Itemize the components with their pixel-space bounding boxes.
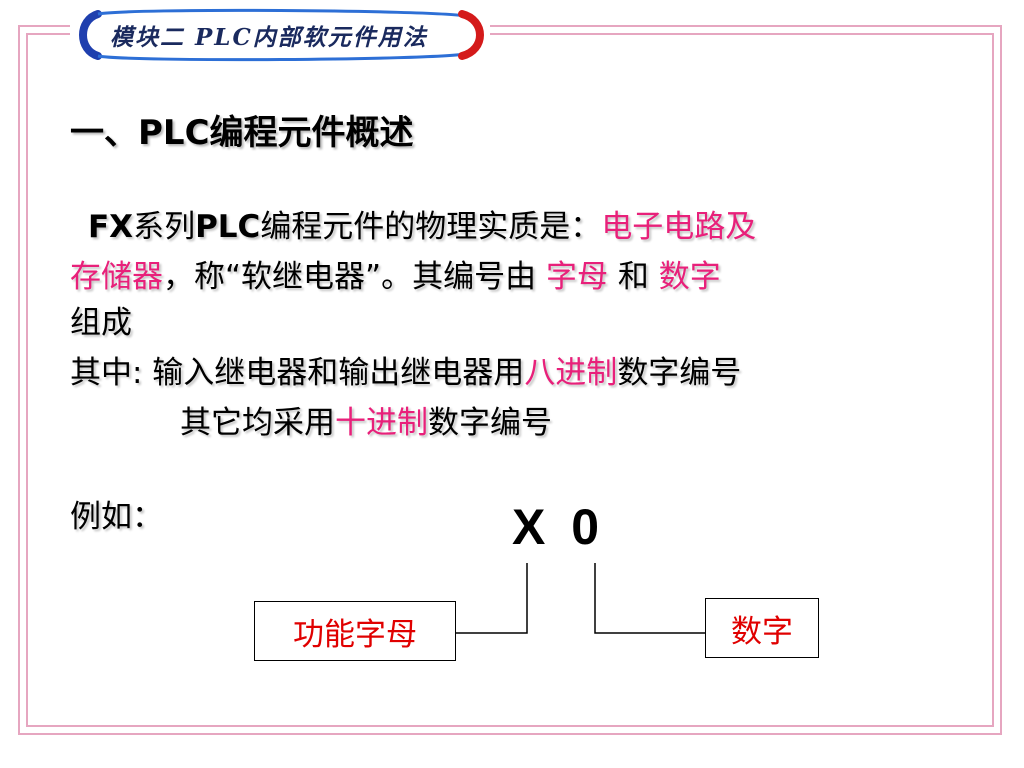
paragraph-line-3: 组成	[70, 308, 132, 339]
line2-highlight-letter: 字母	[545, 259, 608, 295]
banner-swoosh-icon	[79, 8, 484, 62]
banner-title: 模块二 PLC内部软元件用法	[110, 24, 428, 51]
header-banner: 模块二 PLC内部软元件用法	[70, 6, 490, 64]
line4-text-2: 数字编号	[617, 355, 742, 391]
line2-text-2: 和	[607, 259, 659, 295]
paragraph-line-1: FX系列PLC编程元件的物理实质是：电子电路及	[88, 212, 756, 243]
example-code: X 0	[512, 499, 606, 555]
example-label: 例如：	[70, 499, 163, 535]
line2-text-1: ，称“软继电器”。其编号由	[163, 259, 546, 295]
line2-highlight-storage: 存储器	[70, 259, 163, 295]
line1-highlight: 电子电路及	[601, 209, 757, 245]
line1-text: 编程元件的物理实质是：	[260, 209, 602, 245]
line5-highlight-decimal: 十进制	[335, 405, 428, 441]
line4-label: 其中:	[70, 355, 143, 391]
paragraph-line-4: 其中: 输入继电器和输出继电器用八进制数字编号	[70, 358, 741, 389]
function-letter-box: 功能字母	[254, 601, 456, 661]
frame-inner-border	[26, 33, 994, 727]
line3-text: 组成	[70, 305, 132, 341]
line5-text-1: 其它均采用	[180, 405, 335, 441]
line4-highlight-octal: 八进制	[524, 355, 618, 391]
plc-text: PLC	[195, 209, 261, 245]
paragraph-line-2: 存储器，称“软继电器”。其编号由 字母 和 数字	[70, 262, 721, 293]
line2-highlight-number: 数字	[658, 259, 721, 295]
section-heading: 一、PLC编程元件概述	[70, 113, 414, 153]
fx-text: FX	[88, 209, 134, 245]
frame-outer-border	[18, 25, 1002, 735]
number-box: 数字	[705, 598, 819, 658]
connector-line-right	[594, 563, 705, 634]
connector-line-left	[456, 563, 528, 634]
paragraph-line-5: 其它均采用十进制数字编号	[180, 408, 552, 439]
line5-text-2: 数字编号	[428, 405, 552, 441]
line4-text-1: 输入继电器和输出继电器用	[142, 355, 525, 391]
series-text: 系列	[133, 209, 196, 245]
